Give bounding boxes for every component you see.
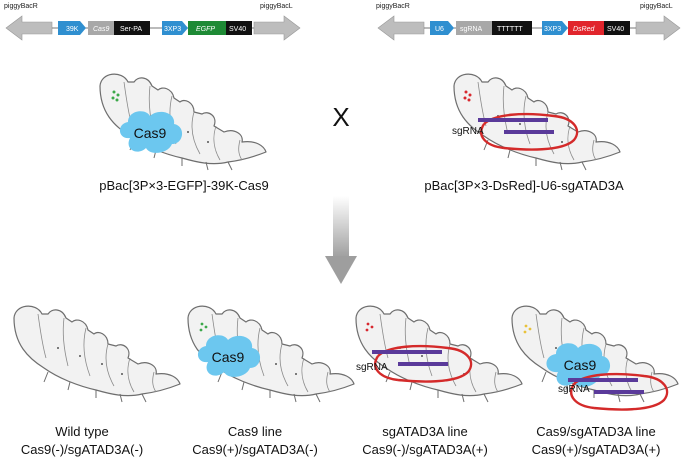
egfp-block bbox=[188, 21, 226, 35]
cross-symbol: X bbox=[332, 102, 349, 132]
eye-green-icon bbox=[199, 322, 208, 332]
offspring-2-line1: Cas9 line bbox=[228, 424, 282, 439]
piggybac-l-label-right: piggyBacL bbox=[640, 3, 673, 10]
offspring-1-line2: Cas9(-)/sgATAD3A(-) bbox=[21, 442, 143, 457]
sv40-block-right bbox=[604, 21, 630, 35]
sgrna-block bbox=[456, 21, 492, 35]
segment-dsred: DsRed bbox=[573, 26, 596, 33]
piggybac-r-label-right: piggyBacR bbox=[376, 3, 410, 10]
segment-sv40-left: SV40 bbox=[229, 26, 246, 33]
piggybac-l-label-left: piggyBacL bbox=[260, 3, 293, 10]
offspring-4-line1: Cas9/sgATAD3A line bbox=[536, 424, 655, 439]
piggybac-r-arrow-left bbox=[5, 15, 53, 41]
construct-left: piggyBacR piggyBacL 39K Cas9 Ser-PA 3XP3… bbox=[4, 3, 301, 41]
segment-egfp: EGFP bbox=[196, 26, 215, 33]
offspring-3-line2: Cas9(-)/sgATAD3A(+) bbox=[362, 442, 488, 457]
rna-label-right: sgRNA bbox=[452, 126, 484, 137]
segment-sv40-right: SV40 bbox=[607, 26, 624, 33]
segment-39k: 39K bbox=[66, 26, 79, 33]
parent-left: Cas9 pBac[3P×3-EGFP]-39K-Cas9 bbox=[99, 73, 269, 193]
promoter-3xp3-block-right bbox=[542, 21, 568, 35]
offspring-3-line1: sgATAD3A line bbox=[382, 424, 468, 439]
construct-right: piggyBacR piggyBacL U6 sgRNA TTTTTT 3XP3… bbox=[376, 3, 681, 41]
segment-3xp3-right: 3XP3 bbox=[544, 26, 561, 33]
segment-u6: U6 bbox=[435, 26, 444, 33]
segment-ser-pa: Ser-PA bbox=[120, 26, 142, 33]
segment-3xp3: 3XP3 bbox=[164, 26, 181, 33]
parent-right: sgRNA pBac[3P×3-DsRed]-U6-sgATAD3A bbox=[424, 73, 624, 193]
ser-pa-block bbox=[114, 21, 150, 35]
offspring-1-line1: Wild type bbox=[55, 424, 108, 439]
eye-red-icon bbox=[365, 322, 374, 332]
rna-label-offspring-4: sgRNA bbox=[558, 384, 590, 395]
sv40-block-left bbox=[226, 21, 252, 35]
segment-tttttt: TTTTTT bbox=[497, 26, 523, 33]
segment-cas9: Cas9 bbox=[93, 26, 109, 33]
offspring-cas9-line: Cas9 Cas9 line Cas9(+)/sgATAD3A(-) bbox=[187, 305, 355, 457]
eye-yellow-icon bbox=[523, 324, 532, 334]
offspring-sgatad3a-line: sgRNA sgATAD3A line Cas9(-)/sgATAD3A(+) bbox=[355, 305, 523, 457]
piggybac-r-label-left: piggyBacR bbox=[4, 3, 38, 10]
terminator-block bbox=[492, 21, 532, 35]
piggybac-r-arrow-right bbox=[377, 15, 425, 41]
offspring-2-line2: Cas9(+)/sgATAD3A(-) bbox=[192, 442, 318, 457]
dsred-block bbox=[568, 21, 604, 35]
parent-left-caption: pBac[3P×3-EGFP]-39K-Cas9 bbox=[99, 178, 268, 193]
offspring-cas9-sgatad3a-line: Cas9 sgRNA Cas9/sgATAD3A line Cas9(+)/sg… bbox=[511, 305, 679, 457]
down-arrow-icon bbox=[325, 196, 357, 284]
cas9-blob-icon bbox=[197, 335, 261, 377]
promoter-39k-block bbox=[58, 21, 86, 35]
piggybac-l-arrow-left bbox=[253, 15, 301, 41]
segment-sgrna: sgRNA bbox=[460, 26, 483, 33]
cas9-blob-label-offspring-4: Cas9 bbox=[564, 357, 597, 373]
cas9-gene-block bbox=[88, 21, 114, 35]
cas9-blob-label-offspring-2: Cas9 bbox=[212, 349, 245, 365]
piggybac-l-arrow-right bbox=[635, 15, 681, 41]
promoter-3xp3-block bbox=[162, 21, 188, 35]
cas9-blob-label-left: Cas9 bbox=[134, 125, 167, 141]
eye-red-icon bbox=[463, 90, 472, 102]
offspring-4-line2: Cas9(+)/sgATAD3A(+) bbox=[532, 442, 661, 457]
rna-label-offspring-3: sgRNA bbox=[356, 362, 388, 373]
cas9-blob-icon bbox=[119, 111, 183, 153]
offspring-wild-type: Wild type Cas9(-)/sgATAD3A(-) bbox=[13, 305, 181, 457]
eye-green-icon bbox=[111, 90, 120, 102]
promoter-u6-block bbox=[430, 21, 454, 35]
parent-right-caption: pBac[3P×3-DsRed]-U6-sgATAD3A bbox=[424, 178, 624, 193]
